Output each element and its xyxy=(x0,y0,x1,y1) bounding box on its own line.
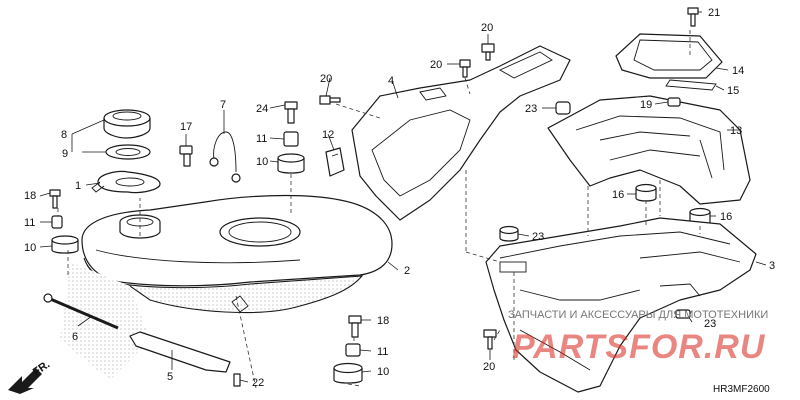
callout-17: 17 xyxy=(180,121,192,133)
grommet-23-right[interactable] xyxy=(675,309,691,319)
bolt-18-center[interactable] xyxy=(348,315,362,338)
callout-1: 1 xyxy=(75,180,81,192)
grommet-23-lower[interactable] xyxy=(499,225,519,242)
fuel-tank[interactable] xyxy=(81,194,393,314)
callout-20-c: 20 xyxy=(481,22,493,34)
callout-20-d: 20 xyxy=(483,361,495,373)
fuel-cap[interactable] xyxy=(103,109,151,139)
callout-10-center: 10 xyxy=(256,156,268,168)
assembly-guides xyxy=(57,30,701,389)
callout-18-center: 18 xyxy=(377,315,389,327)
callout-23-lower: 23 xyxy=(532,231,544,243)
lower-shroud[interactable] xyxy=(485,217,757,393)
collar-11-left[interactable] xyxy=(51,215,63,229)
callout-3: 3 xyxy=(769,260,775,272)
bolt-18-left[interactable] xyxy=(49,189,61,209)
rubber-10-center[interactable] xyxy=(277,153,305,174)
callout-20-a: 20 xyxy=(320,73,332,85)
callout-labels: 8 9 1 17 7 18 11 10 24 11 10 6 5 22 2 18… xyxy=(24,7,775,389)
leader-lines xyxy=(39,11,767,383)
watermark-tagline: ЗАПЧАСТИ И АКСЕССУАРЫ ДЛЯ МОТОТЕХНИКИ xyxy=(508,309,768,321)
callout-21: 21 xyxy=(708,7,720,19)
rubber-16-left[interactable] xyxy=(635,183,657,202)
callout-16-right: 16 xyxy=(720,211,732,223)
cap-ring[interactable] xyxy=(91,170,161,194)
callout-12: 12 xyxy=(322,129,334,141)
bolt-21[interactable] xyxy=(687,7,699,27)
bolt-19[interactable] xyxy=(667,97,681,107)
front-direction-marker: FR. xyxy=(8,358,52,394)
mounting-rod[interactable] xyxy=(43,293,119,330)
tank-bracket[interactable] xyxy=(129,331,231,373)
bolt-24[interactable] xyxy=(284,101,298,124)
callout-5: 5 xyxy=(167,371,173,383)
callout-4: 4 xyxy=(388,75,394,87)
callout-18-left: 18 xyxy=(24,190,36,202)
callout-2: 2 xyxy=(404,265,410,277)
battery-tray[interactable] xyxy=(547,95,751,205)
watermark: ЗАПЧАСТИ И АКСЕССУАРЫ ДЛЯ МОТОТЕХНИКИ PA… xyxy=(508,309,768,366)
grommet-23-top[interactable] xyxy=(555,101,571,115)
box-seal[interactable] xyxy=(665,79,717,91)
callout-7: 7 xyxy=(220,99,226,111)
callout-11-center: 11 xyxy=(256,133,267,145)
ground-cable[interactable] xyxy=(209,131,241,183)
callout-8: 8 xyxy=(61,129,67,141)
clip-22[interactable] xyxy=(233,373,241,387)
watermark-brand: PARTSFOR.RU xyxy=(512,328,766,366)
box-cover[interactable] xyxy=(615,33,723,79)
callout-15: 15 xyxy=(727,85,739,97)
callout-14: 14 xyxy=(732,65,744,77)
bolt-20-b[interactable] xyxy=(459,59,471,78)
cap-gasket[interactable] xyxy=(105,144,151,160)
callout-22: 22 xyxy=(252,377,264,389)
clip-12[interactable] xyxy=(325,147,345,177)
rubber-10-left[interactable] xyxy=(51,235,79,254)
callout-24: 24 xyxy=(256,103,268,115)
bolt-20-d[interactable] xyxy=(483,329,497,350)
upper-cover[interactable] xyxy=(351,45,571,221)
callout-10-left: 10 xyxy=(24,242,36,254)
collar-11-center[interactable] xyxy=(283,131,299,147)
collar-11-lower[interactable] xyxy=(345,343,361,357)
rubber-10-lower[interactable] xyxy=(333,362,363,384)
callout-23-right: 23 xyxy=(704,318,716,330)
callout-20-b: 20 xyxy=(430,59,442,71)
callout-11-left: 11 xyxy=(24,217,35,229)
callout-19: 19 xyxy=(640,99,652,111)
bolt-17[interactable] xyxy=(179,145,193,167)
front-arrow-icon xyxy=(8,368,42,394)
callout-13: 13 xyxy=(730,125,742,137)
bolt-20-a[interactable] xyxy=(319,95,341,105)
callout-10-lower: 10 xyxy=(377,366,389,378)
callout-6: 6 xyxy=(72,331,78,343)
callout-11-lower: 11 xyxy=(377,346,388,358)
bolt-20-c[interactable] xyxy=(481,43,495,61)
callout-9: 9 xyxy=(62,148,68,160)
callout-16-left: 16 xyxy=(612,189,624,201)
callout-23-top: 23 xyxy=(525,103,537,115)
diagram-code: HR3MF2600 xyxy=(713,384,770,395)
